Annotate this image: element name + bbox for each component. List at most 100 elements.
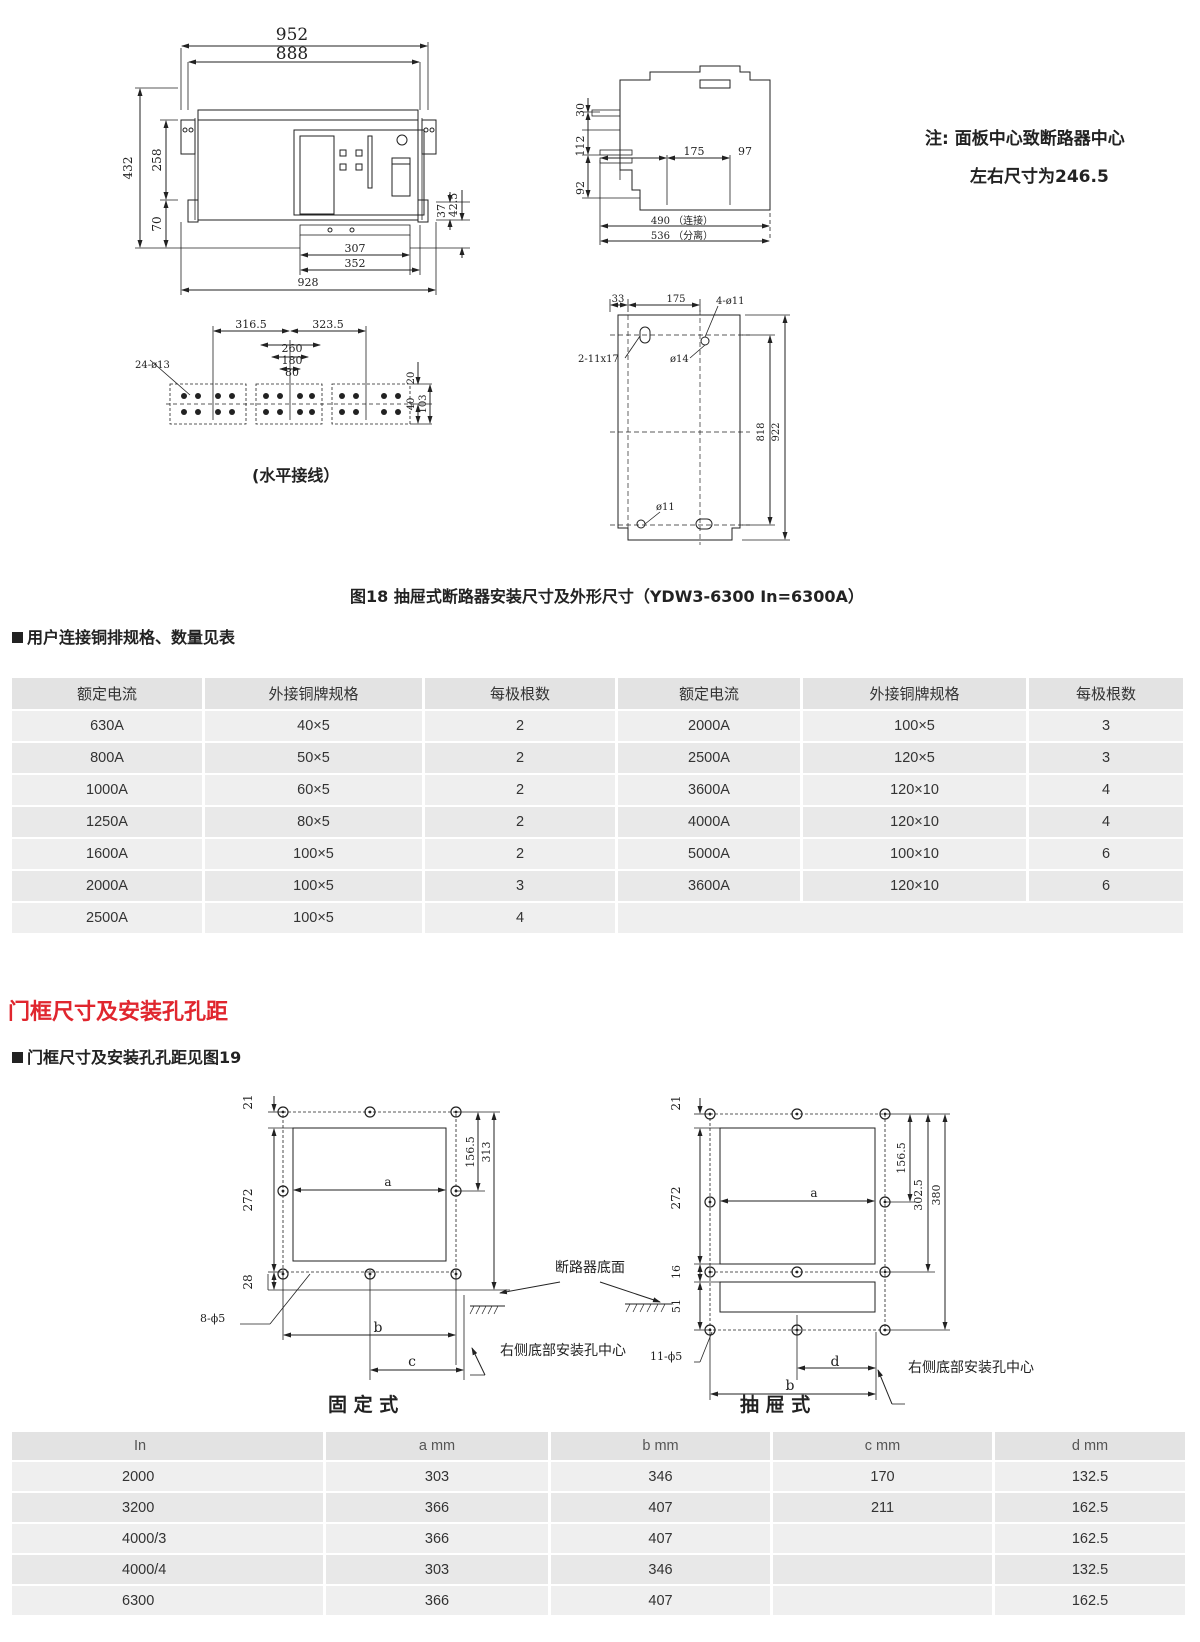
dim-928: 928 (298, 276, 319, 289)
cell: 407 (551, 1586, 773, 1617)
cell: 4 (1029, 807, 1186, 839)
breaker-bottom-label: 断路器底面 (555, 1260, 625, 1276)
fixed-dim-313: 313 (480, 1142, 493, 1163)
dim-24-13: 24-ø13 (135, 360, 170, 371)
header-copper-spec-2: 外接铜牌规格 (803, 678, 1029, 711)
draw-dim-380: 380 (930, 1185, 943, 1206)
cell (773, 1586, 995, 1617)
dim-112: 112 (574, 136, 587, 157)
fixed-dim-272: 272 (241, 1189, 255, 1212)
cell: 3200 (12, 1493, 326, 1524)
draw-dim-d: d (831, 1354, 840, 1370)
dim-352: 352 (345, 257, 366, 270)
cell: 2000A (618, 711, 803, 743)
cell: 2 (425, 711, 618, 743)
draw-dim-272: 272 (669, 1187, 683, 1210)
fixed-holes: 8-ϕ5 (200, 1312, 225, 1325)
door-frame-subheading: 门框尺寸及安装孔孔距见图19 (12, 1044, 241, 1068)
cell: 3 (1029, 743, 1186, 775)
cell: 5000A (618, 839, 803, 871)
dim-922: 922 (771, 422, 782, 441)
dim-103: 103 (418, 394, 429, 413)
dim-97: 97 (738, 145, 752, 158)
note-line-2: 左右尺寸为246.5 (970, 167, 1109, 187)
cell: 303 (326, 1555, 551, 1586)
fixed-dim-b: b (374, 1320, 383, 1336)
dim-40: 40 (406, 398, 417, 411)
draw-dim-16: 16 (670, 1265, 683, 1279)
header-copper-spec: 外接铜牌规格 (205, 678, 425, 711)
cell: 120×5 (803, 743, 1029, 775)
cell: 162.5 (995, 1524, 1188, 1555)
header-per-pole-count: 每极根数 (425, 678, 618, 711)
cell: 3 (425, 871, 618, 903)
cell: 211 (773, 1493, 995, 1524)
figure-18-caption: 图18 抽屉式断路器安装尺寸及外形尺寸（YDW3-6300 In=6300A） (350, 587, 864, 606)
front-view (135, 42, 470, 295)
cell (773, 1555, 995, 1586)
draw-dim-302-5: 302.5 (912, 1179, 925, 1211)
dim-175-side: 175 (684, 145, 705, 158)
header-per-pole-count-2: 每极根数 (1029, 678, 1186, 711)
fixed-type-label: 固 定 式 (328, 1394, 399, 1416)
dim-11: ø11 (656, 502, 675, 513)
cell: 3 (1029, 711, 1186, 743)
cell: 100×5 (205, 839, 425, 871)
cell: 407 (551, 1493, 773, 1524)
cell: 366 (326, 1493, 551, 1524)
cell: 132.5 (995, 1462, 1188, 1493)
cell-empty (618, 903, 1186, 935)
cell: 132.5 (995, 1555, 1188, 1586)
draw-dim-51: 51 (670, 1299, 683, 1313)
dim-490: 490 （连接） (651, 214, 713, 227)
terminal-holes (181, 393, 401, 415)
cell: 3600A (618, 775, 803, 807)
cell: 366 (326, 1586, 551, 1617)
cell: 60×5 (205, 775, 425, 807)
dim-323-5: 323.5 (312, 318, 344, 331)
draw-dim-21: 21 (669, 1095, 683, 1110)
cell: 1000A (12, 775, 205, 807)
header-rated-current: 额定电流 (12, 678, 205, 711)
dim-180: 180 (282, 354, 303, 367)
dim-92: 92 (574, 181, 587, 195)
cell: 2 (425, 743, 618, 775)
mounting-plate-view (609, 299, 790, 545)
header-in: In (12, 1432, 326, 1462)
drawout-type-label: 抽 屉 式 (740, 1394, 811, 1416)
draw-dim-156-5: 156.5 (895, 1142, 908, 1174)
cell: 170 (773, 1462, 995, 1493)
header-c: c mm (773, 1432, 995, 1462)
busbar-header-row: 额定电流 外接铜牌规格 每极根数 额定电流 外接铜牌规格 每极根数 (12, 678, 1186, 711)
cell: 366 (326, 1524, 551, 1555)
dim-4-11: 4-ø11 (716, 296, 745, 307)
door-frame-title: 门框尺寸及安装孔孔距 (8, 1000, 229, 1025)
header-d: d mm (995, 1432, 1188, 1462)
dim-258: 258 (150, 149, 164, 172)
draw-holes: 11-ϕ5 (650, 1350, 682, 1363)
cell: 1250A (12, 807, 205, 839)
cell: 100×10 (803, 839, 1029, 871)
cell: 2500A (12, 903, 205, 935)
busbar-heading: 用户连接铜排规格、数量见表 (12, 624, 235, 648)
dim-175-mount: 175 (666, 294, 685, 305)
cell: 120×10 (803, 871, 1029, 903)
draw-dim-a: a (810, 1186, 817, 1200)
side-view (582, 65, 771, 245)
cell: 162.5 (995, 1493, 1188, 1524)
cell: 4000/4 (12, 1555, 326, 1586)
dim-20: 20 (406, 372, 417, 385)
figure-18-drawing: 952 888 432 258 70 37 42.5 307 352 928 3… (121, 25, 790, 545)
dim-260: 260 (282, 342, 303, 355)
figure-19-drawing: 21 272 28 156.5 313 a b c 8-ϕ5 21 272 16… (200, 1094, 950, 1405)
dim-307: 307 (345, 242, 366, 255)
dim-952: 952 (276, 25, 308, 45)
fixed-dim-a: a (384, 1175, 391, 1189)
